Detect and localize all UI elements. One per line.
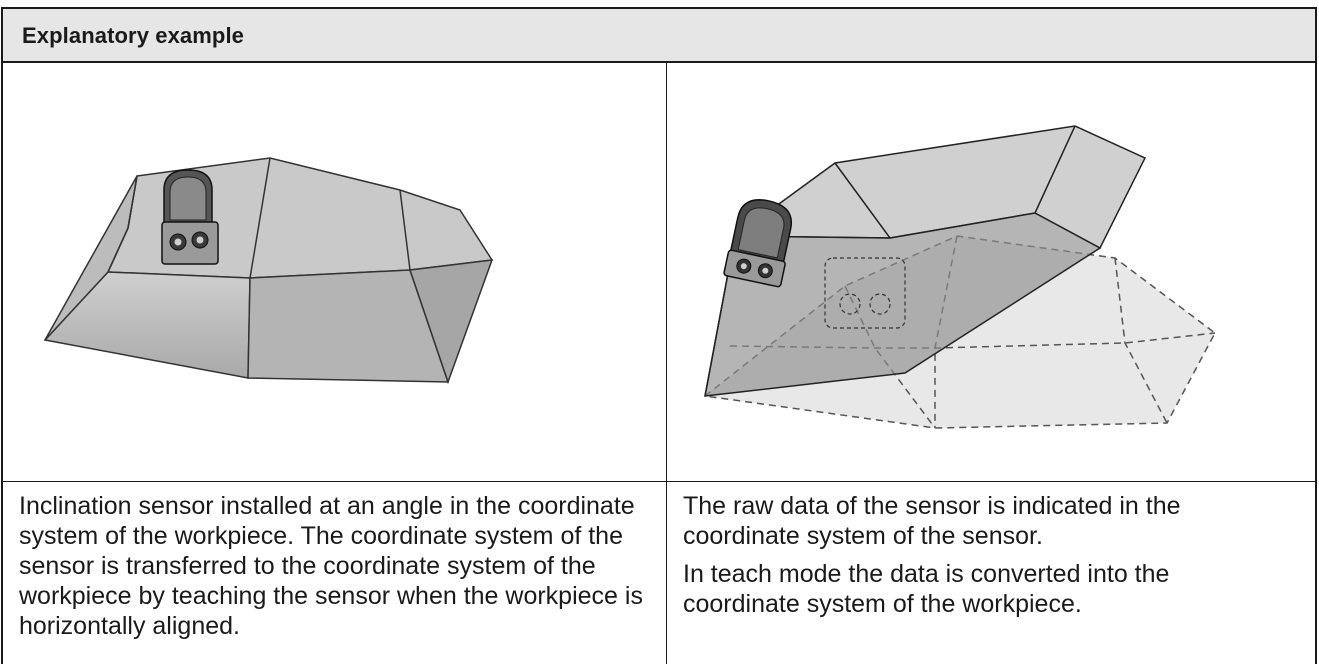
right-caption: The raw data of the sensor is indicated … [683, 491, 1283, 619]
sensor-on-workpiece-illustration [43, 157, 494, 385]
table-header: Explanatory example [1, 7, 1317, 62]
right-outer-border [1315, 7, 1317, 664]
inclination-sensor-tilted-icon [723, 199, 793, 288]
inclination-sensor-icon [161, 169, 219, 265]
tilted-coordinate-illustration [703, 125, 1216, 429]
right-caption-text-2: In teach mode the data is converted into… [683, 560, 1170, 618]
image-row-bottom-border [1, 481, 1317, 482]
left-outer-border [1, 7, 3, 664]
table-title: Explanatory example [22, 23, 244, 48]
header-bottom-border [1, 61, 1317, 63]
left-caption: Inclination sensor installed at an angle… [19, 491, 659, 641]
ghost-sensor-icon [824, 257, 906, 329]
left-caption-text: Inclination sensor installed at an angle… [19, 492, 643, 640]
column-divider [666, 61, 667, 664]
right-caption-text-1: The raw data of the sensor is indicated … [683, 492, 1181, 550]
